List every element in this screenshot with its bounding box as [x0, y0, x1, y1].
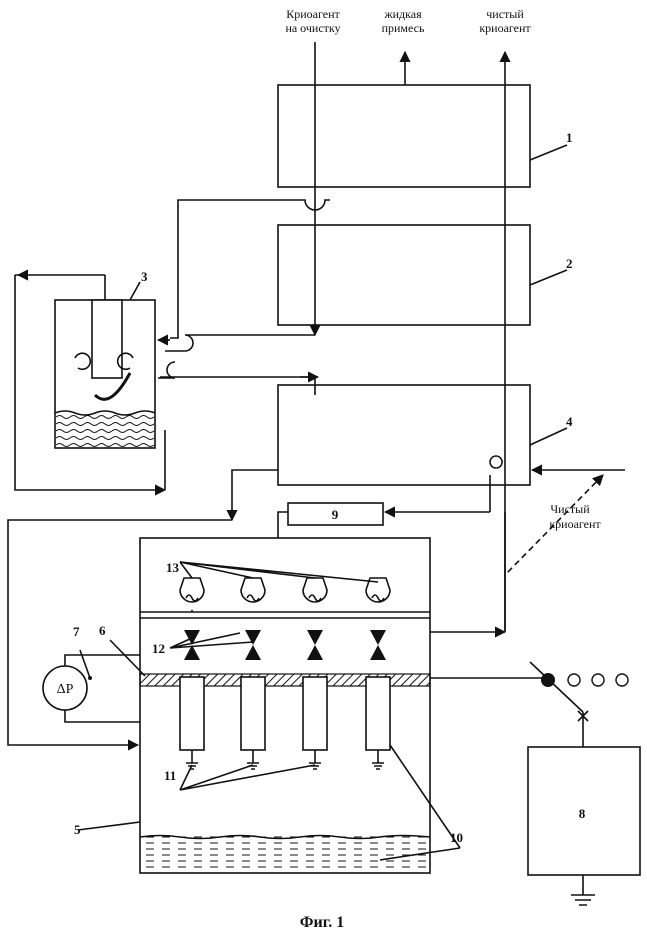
label-1: 1: [566, 130, 573, 145]
pure-cryoagent-top-label-line2: криоагент: [479, 21, 531, 35]
label-5: 5: [74, 822, 81, 837]
liquid-impurity-label-line2: примесь: [382, 21, 425, 35]
liquid-impurity-label-line1: жидкая: [383, 7, 422, 21]
unit-4-box: [278, 385, 530, 485]
label-6: 6: [99, 623, 106, 638]
figure-caption: Фиг. 1: [300, 914, 344, 931]
pure-cryoagent-side-label-line1: Чистый: [550, 502, 590, 516]
tank-liquid: [141, 836, 429, 872]
delta-p-label: ΔP: [57, 682, 74, 697]
vessel-3-liquid: [56, 412, 154, 447]
ground-icon: [571, 875, 595, 905]
feed-line-to-vessel: [165, 335, 315, 351]
label-4: 4: [566, 414, 573, 429]
label-2: 2: [566, 256, 573, 271]
inlet-label-line2: на очистку: [285, 21, 340, 35]
pure-cryoagent-top-label-line1: чистый: [486, 7, 524, 21]
label-10: 10: [450, 830, 463, 845]
inlet-label-line1: Криоагент: [286, 7, 340, 21]
label-3: 3: [141, 269, 148, 284]
unit4-outlet-line: [232, 470, 278, 520]
label-7: 7: [73, 624, 80, 639]
label-12: 12: [152, 641, 165, 656]
switch-lever: [530, 662, 583, 712]
label-13: 13: [166, 560, 180, 575]
vessel-3-insert: [92, 300, 122, 378]
pure-cryoagent-side-label-line2: криоагент: [549, 517, 601, 531]
label-9: 9: [332, 507, 339, 522]
label-11: 11: [164, 768, 176, 783]
label-8: 8: [579, 806, 586, 821]
